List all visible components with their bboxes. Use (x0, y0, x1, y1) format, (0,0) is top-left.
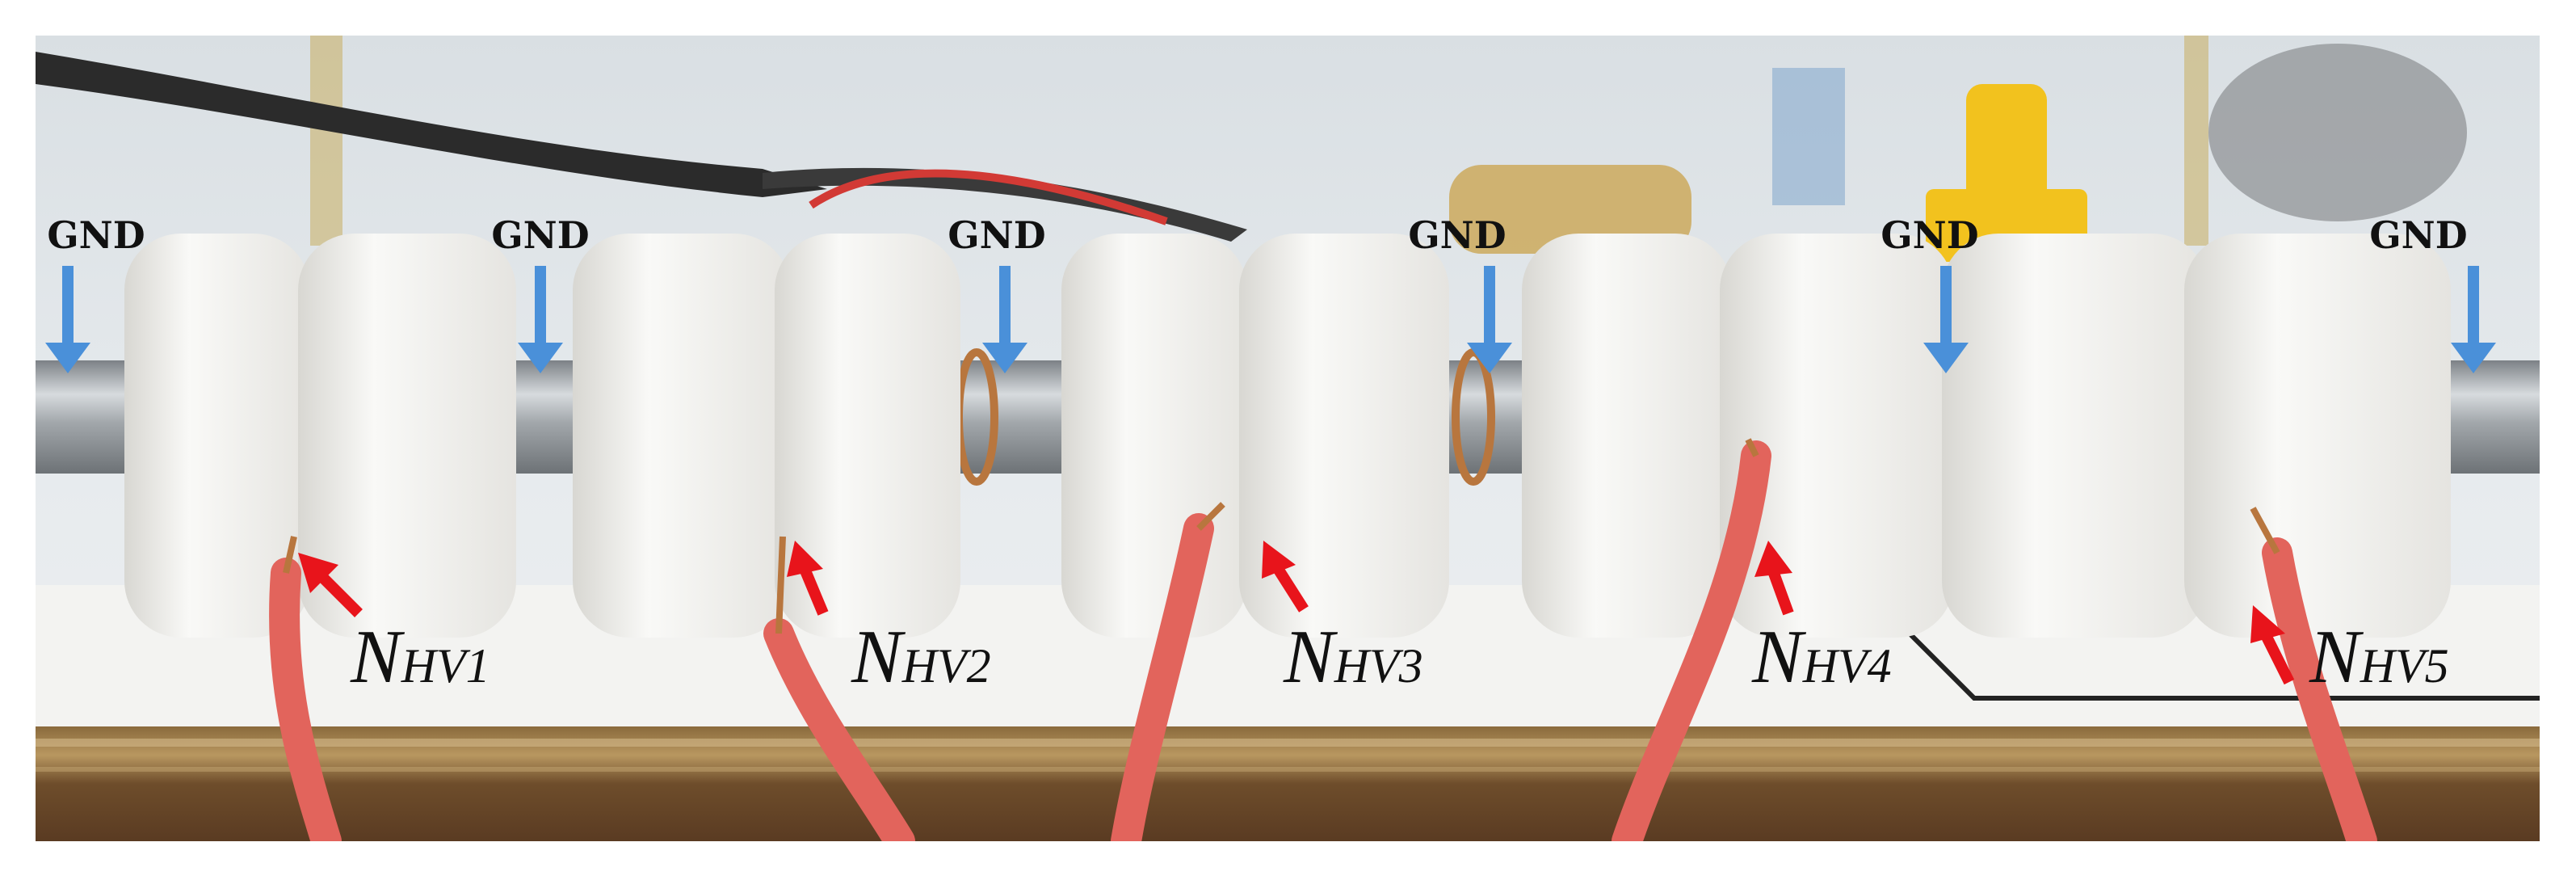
disk-pair-3 (1061, 234, 1449, 638)
ground-labels: GND GND GND GND GND GND (47, 213, 2467, 257)
gnd-arrow-2 (518, 266, 563, 373)
hv-arrow-5 (2250, 605, 2295, 685)
gnd-arrow-1 (45, 266, 90, 373)
gnd-arrow-6 (2451, 266, 2496, 373)
hv-label-2: NHV2 (851, 615, 991, 699)
hv-wires (269, 440, 2377, 841)
gnd-label-5: GND (1881, 213, 1978, 257)
disk-pair-1 (124, 234, 516, 638)
hv-wire-leads (283, 438, 2280, 634)
gnd-label-2: GND (491, 213, 589, 257)
gnd-label-6: GND (2369, 213, 2467, 257)
gnd-arrow-5 (1923, 266, 1969, 373)
gnd-arrow-4 (1467, 266, 1512, 373)
hv-arrow-1 (298, 553, 363, 617)
disk-pair-2 (573, 234, 960, 638)
disk-pair-4 (1522, 234, 1954, 638)
hv-label-5: NHV5 (2309, 615, 2449, 699)
disk-pair-5 (1942, 234, 2451, 638)
gnd-label-4: GND (1408, 213, 1506, 257)
hv-arrow-3 (1262, 541, 1309, 613)
hv-labels: NHV1 NHV2 NHV3 NHV4 NHV5 (350, 615, 2449, 699)
gnd-arrow-3 (982, 266, 1027, 373)
hv-label-4: NHV4 (1751, 615, 1892, 699)
table-crack (1891, 615, 2540, 701)
hv-arrows (298, 541, 2295, 685)
photo: GND GND GND GND GND GND NHV1 NHV2 NHV3 N… (36, 36, 2540, 841)
hv-label-1: NHV1 (350, 615, 490, 699)
gnd-label-1: GND (47, 213, 145, 257)
gnd-label-3: GND (948, 213, 1045, 257)
insulator-disks (124, 234, 2451, 638)
ground-arrows (45, 266, 2496, 373)
hv-arrow-2 (787, 541, 829, 616)
hv-label-3: NHV3 (1283, 615, 1423, 699)
hv-arrow-4 (1754, 541, 1794, 616)
